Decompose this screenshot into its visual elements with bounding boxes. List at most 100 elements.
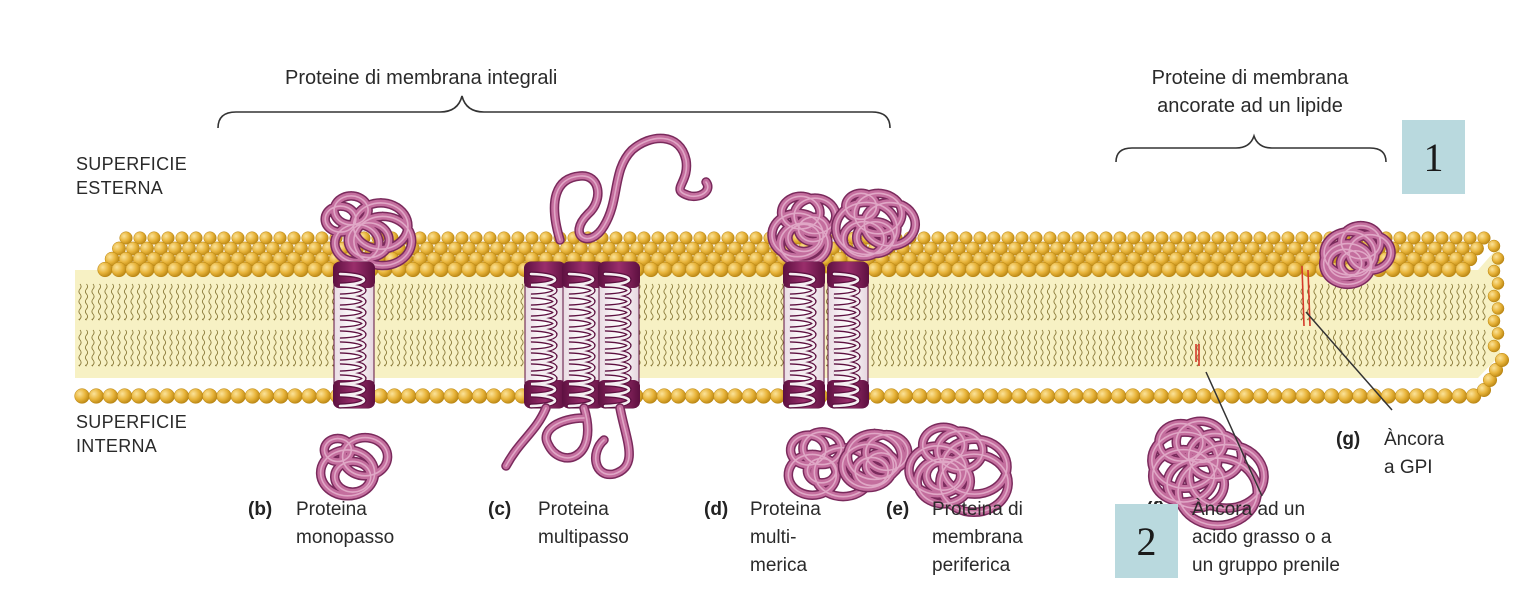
inner-surface-line2: INTERNA [76, 434, 187, 458]
phospholipid-head [756, 262, 771, 277]
phospholipid-head [699, 389, 714, 404]
caption-multimeric-line3: merica [750, 554, 821, 578]
multimeric-helix-2 [827, 262, 869, 408]
caption-monopass-line2: monopasso [296, 526, 394, 550]
phospholipid-head [1008, 262, 1023, 277]
phospholipid-head [188, 389, 203, 404]
phospholipid-head [224, 262, 239, 277]
phospholipid-head [685, 389, 700, 404]
phospholipid-head [476, 262, 491, 277]
phospholipid-head [1012, 389, 1027, 404]
phospholipid-head [1064, 262, 1079, 277]
phospholipid-head [728, 262, 743, 277]
marker-box-2: 2 [1115, 504, 1178, 578]
phospholipid-head [870, 389, 885, 404]
caption-peripheral-line2: membrana [932, 526, 1023, 550]
caption-gpi-line2: a GPI [1384, 456, 1444, 480]
phospholipid-head [672, 262, 687, 277]
caption-peripheral-line1: Proteina di [932, 498, 1023, 522]
phospholipid-head [89, 389, 104, 404]
caption-multipass-line2: multipasso [538, 526, 629, 550]
phospholipid-head [1288, 262, 1303, 277]
phospholipid-head [643, 389, 658, 404]
lipid-anchored-title-line2: ancorate ad un lipide [1130, 94, 1370, 118]
phospholipid-head [657, 389, 672, 404]
marker-box-1: 1 [1402, 120, 1465, 194]
phospholipid-head [1040, 389, 1055, 404]
phospholipid-head [1395, 389, 1410, 404]
phospholipid-head [1176, 262, 1191, 277]
phospholipid-head [1338, 389, 1353, 404]
caption-multimeric-line2: multi- [750, 526, 821, 550]
caption-fatty-acid-line3: un gruppo prenile [1192, 554, 1340, 578]
phospholipid-head [1050, 262, 1065, 277]
phospholipid-head [98, 262, 113, 277]
phospholipid-head [910, 262, 925, 277]
phospholipid-head [1218, 262, 1233, 277]
phospholipid-head-edge [1488, 340, 1500, 352]
phospholipid-head [1097, 389, 1112, 404]
phospholipid-head [202, 389, 217, 404]
caption-peripheral-line3: periferica [932, 554, 1023, 578]
phospholipid-head [1092, 262, 1107, 277]
phospholipid-head [501, 389, 516, 404]
phospholipid-head [434, 262, 449, 277]
caption-gpi-tag: (g) [1336, 429, 1360, 450]
phospholipid-head [728, 389, 743, 404]
phospholipid-head [75, 389, 90, 404]
phospholipid-head [1162, 262, 1177, 277]
phospholipid-head [1400, 262, 1415, 277]
phospholipid-head [1078, 262, 1093, 277]
phospholipid-head [868, 262, 883, 277]
phospholipid-head [938, 262, 953, 277]
phospholipid-head [927, 389, 942, 404]
phospholipid-head-edge [1488, 315, 1500, 327]
phospholipid-head [196, 262, 211, 277]
phospholipid-head [458, 389, 473, 404]
phospholipid-head [316, 389, 331, 404]
phospholipid-head [1302, 262, 1317, 277]
monopass-inner-domain [321, 438, 388, 496]
phospholipid-head [983, 389, 998, 404]
phospholipid-head [1442, 262, 1457, 277]
phospholipid-head [373, 389, 388, 404]
phospholipid-head [644, 262, 659, 277]
phospholipid-head [160, 389, 175, 404]
phospholipid-head-edge [1492, 303, 1504, 315]
phospholipid-head [174, 389, 189, 404]
phospholipid-head [1409, 389, 1424, 404]
caption-multimeric: (d) Proteina multi- merica [704, 498, 728, 522]
phospholipid-head [490, 262, 505, 277]
phospholipid-head [980, 262, 995, 277]
phospholipid-head [742, 262, 757, 277]
phospholipid-head [700, 262, 715, 277]
caption-monopass-tag: (b) [248, 499, 272, 520]
phospholipid-head [415, 389, 430, 404]
phospholipid-head [1026, 389, 1041, 404]
phospholipid-head [131, 389, 146, 404]
phospholipid-head [401, 389, 416, 404]
phospholipid-head [1296, 389, 1311, 404]
phospholipid-head [273, 389, 288, 404]
phospholipid-head [210, 262, 225, 277]
phospholipid-head [969, 389, 984, 404]
phospholipid-head [1036, 262, 1051, 277]
multipass-inner-loops-fill [506, 408, 629, 474]
lipid-anchored-title: Proteine di membrana ancorate ad un lipi… [1130, 66, 1370, 118]
phospholipid-head [1452, 389, 1467, 404]
phospholipid-head [1111, 389, 1126, 404]
phospholipid-head [280, 262, 295, 277]
phospholipid-head [245, 389, 260, 404]
caption-peripheral: (e) Proteina di membrana periferica [886, 498, 909, 522]
phospholipid-head [1246, 262, 1261, 277]
multipass-helix-2 [562, 262, 604, 408]
phospholipid-head [884, 389, 899, 404]
caption-gpi-anchor: (g) Àncora a GPI [1336, 428, 1360, 452]
phospholipid-head [1282, 389, 1297, 404]
phospholipid-head [898, 389, 913, 404]
multipass-outer-loop [554, 138, 707, 240]
caption-monopass: (b) Proteina monopasso [248, 498, 272, 522]
multimeric-helix-1 [783, 262, 825, 408]
phospholipid-head [1211, 389, 1226, 404]
phospholipid-head [1260, 262, 1275, 277]
